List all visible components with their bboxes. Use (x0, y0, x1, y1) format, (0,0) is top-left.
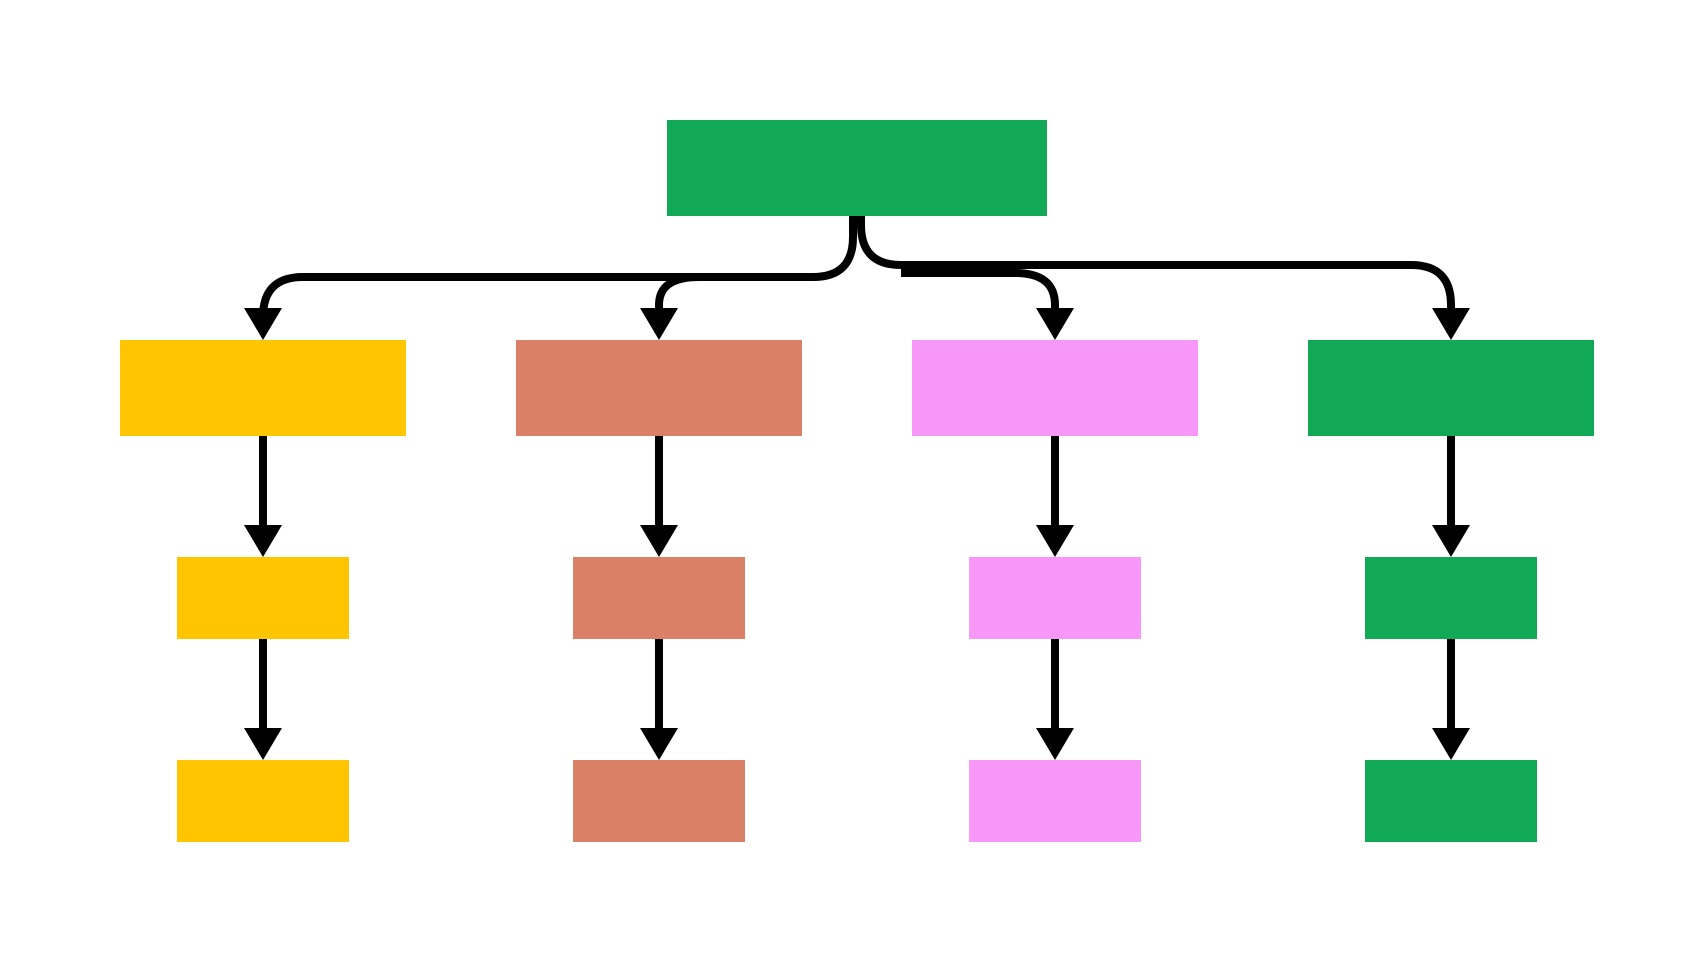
arrowhead-branch-4-level-2 (1432, 525, 1470, 557)
arrowhead-branch-4-level-3 (1432, 728, 1470, 760)
branch-4-level-1-node (1308, 340, 1594, 436)
branch-2-level-3-node (573, 760, 745, 842)
arrowhead-branch-1-level-2 (244, 525, 282, 557)
arrowhead-branch-2-level-3 (640, 728, 678, 760)
branch-4-level-2-node (1365, 557, 1537, 639)
branch-4-level-3-node (1365, 760, 1537, 842)
root-node (667, 120, 1047, 216)
arrowhead-branch-2-level-2 (640, 525, 678, 557)
arrowhead-branch-2-level-1 (640, 308, 678, 340)
arrowhead-branch-3-level-1 (1036, 308, 1074, 340)
branch-2-level-2-node (573, 557, 745, 639)
arrowhead-branch-3-level-2 (1036, 525, 1074, 557)
branch-1-level-2-node (177, 557, 349, 639)
branch-2-level-1-node (516, 340, 802, 436)
connector-root-to-branch-4 (857, 216, 1455, 309)
arrowhead-branch-4-level-1 (1432, 308, 1470, 340)
branch-3-level-3-node (969, 760, 1141, 842)
nodes-layer (120, 120, 1594, 842)
connector-root-to-branch-3 (901, 269, 1059, 309)
branch-3-level-1-node (912, 340, 1198, 436)
branch-1-level-1-node (120, 340, 406, 436)
connector-root-to-branch-1 (259, 216, 857, 321)
branch-3-level-2-node (969, 557, 1141, 639)
arrowhead-branch-1-level-3 (244, 728, 282, 760)
arrowhead-branch-3-level-3 (1036, 728, 1074, 760)
connector-root-to-branch-2 (655, 273, 700, 309)
branch-1-level-3-node (177, 760, 349, 842)
connectors-layer (244, 216, 1470, 760)
arrowhead-branch-1-level-1 (244, 308, 282, 340)
